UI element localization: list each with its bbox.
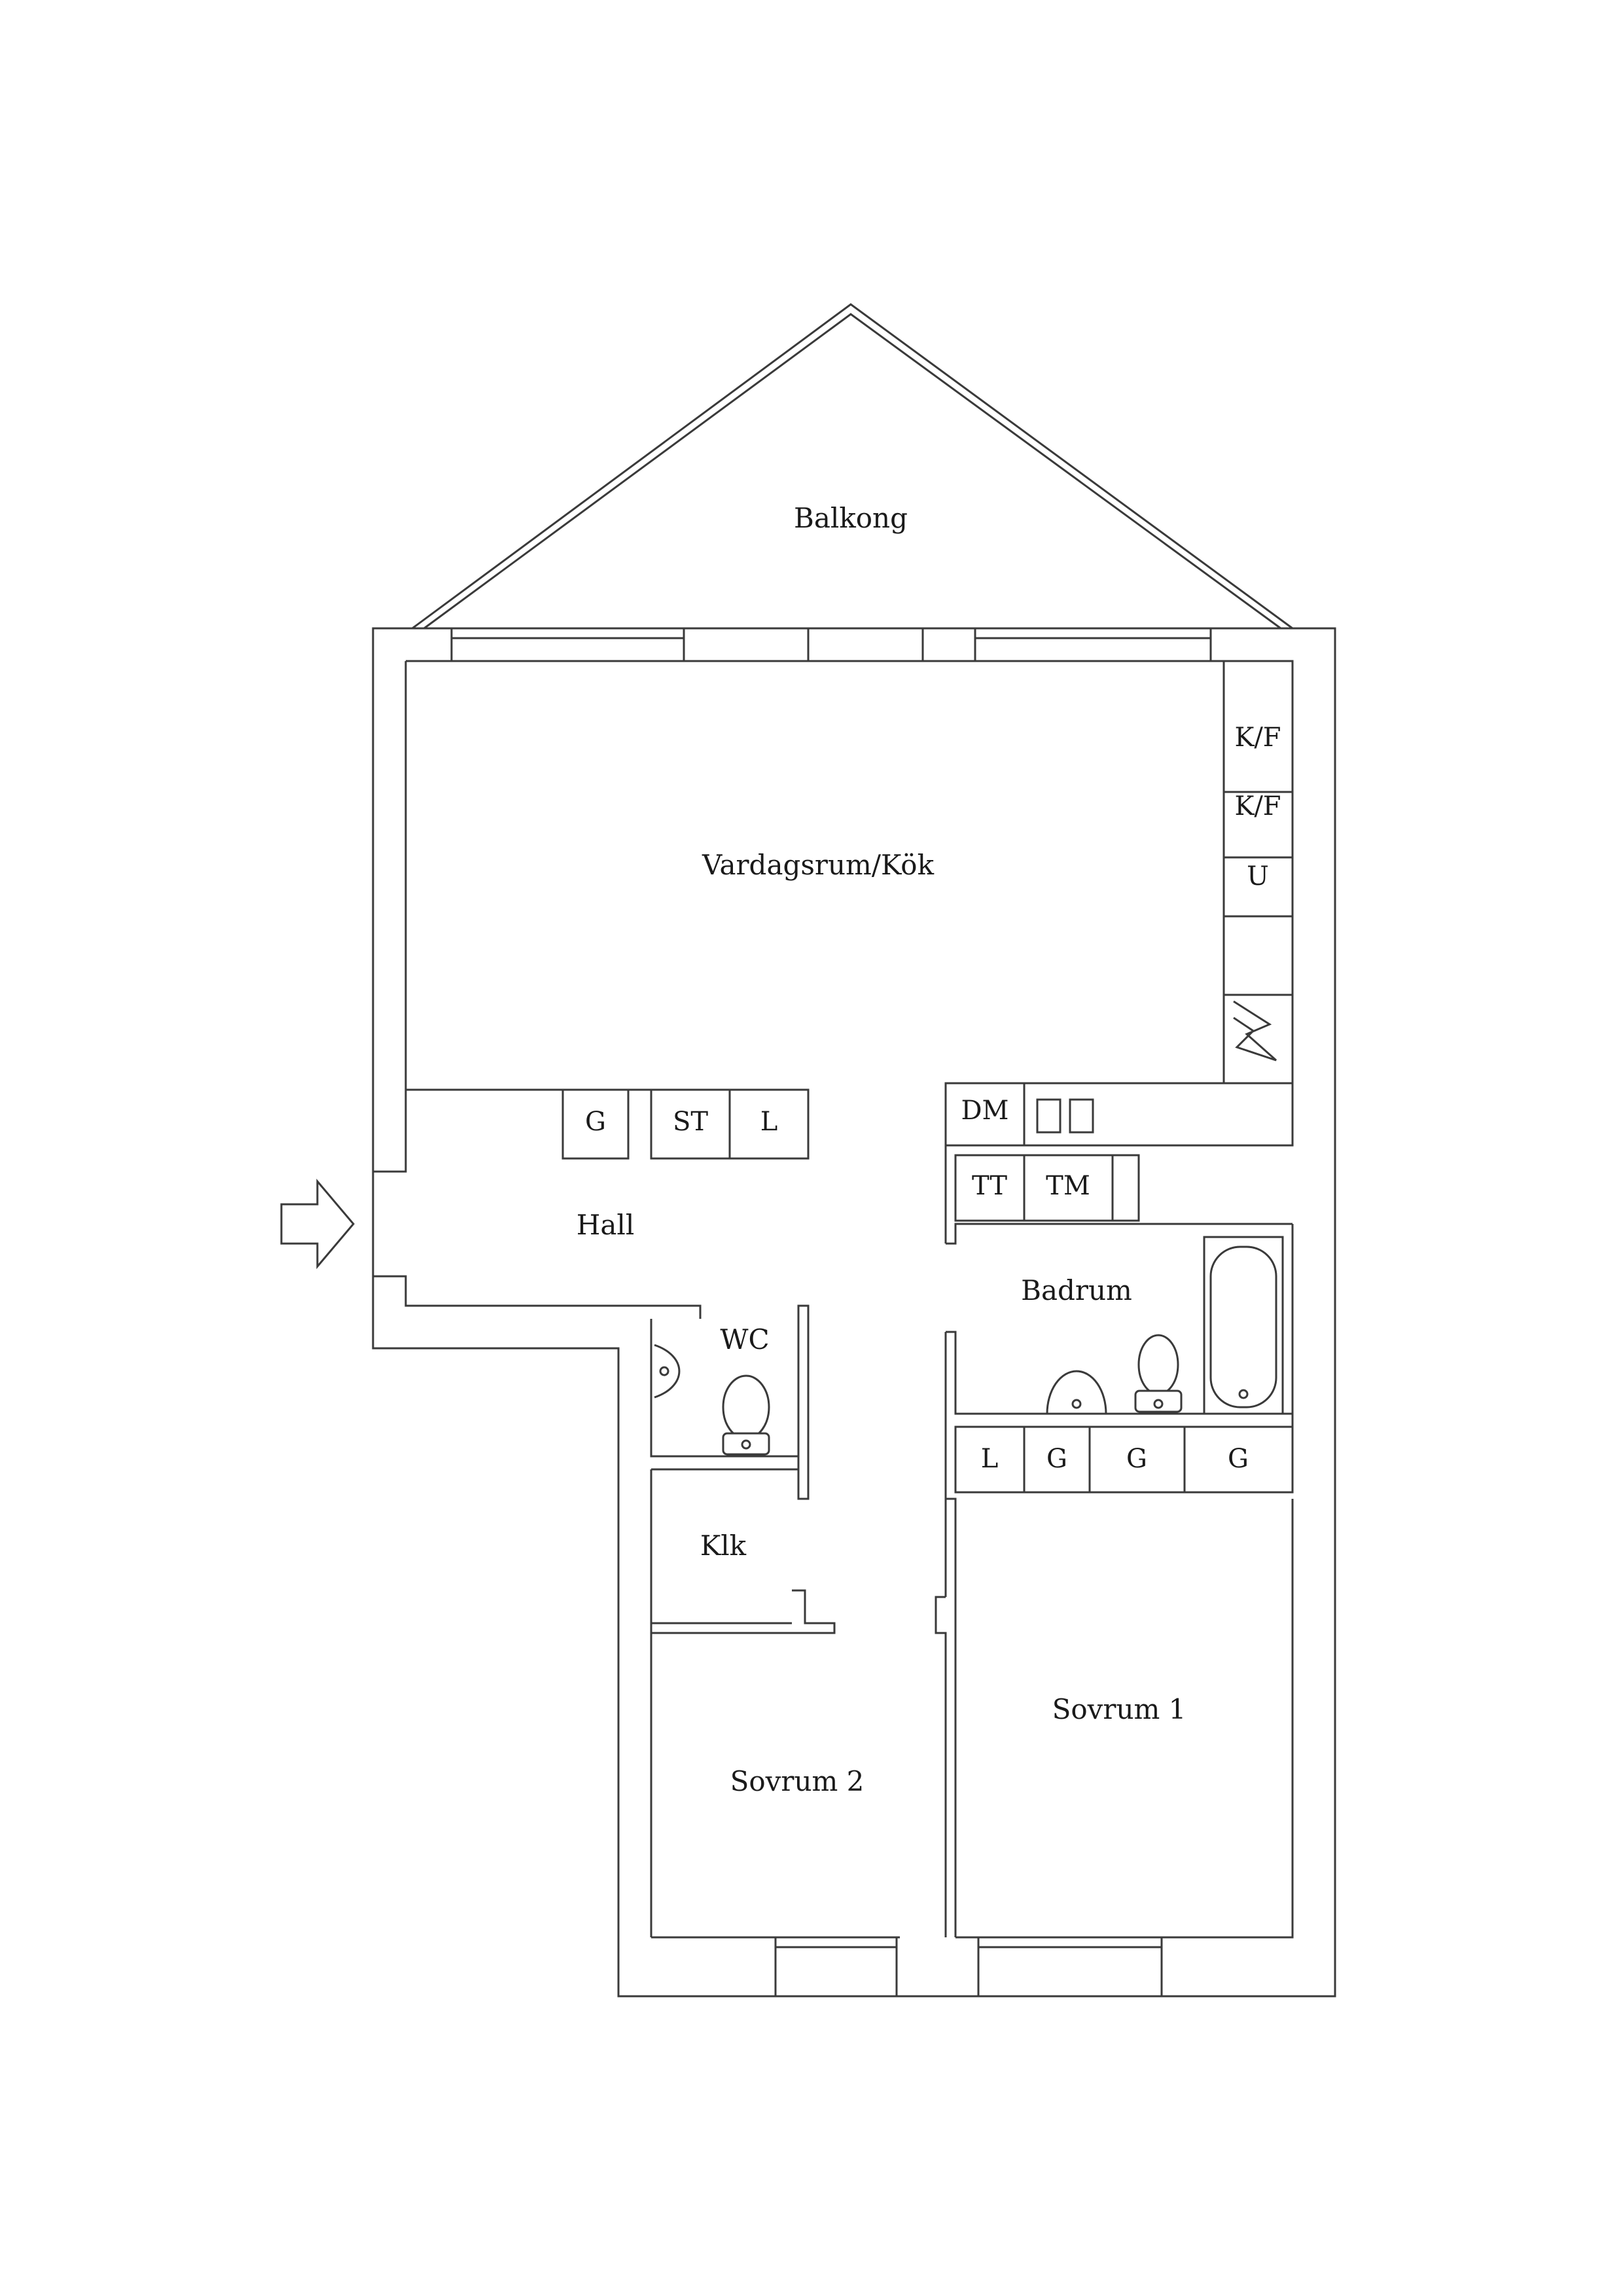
fixture-label-hall-g: G <box>585 1107 606 1137</box>
kitchen-counter <box>944 660 1294 1244</box>
bathtub-icon <box>1203 1236 1284 1415</box>
laundry-units <box>946 1154 1293 1245</box>
fixture-label-tm: TM <box>1046 1171 1090 1201</box>
bathroom <box>944 1236 1294 1499</box>
closet-klk <box>650 1468 836 1634</box>
fixture-label-bath-g1: G <box>1046 1444 1067 1474</box>
fixture-label-dm: DM <box>961 1096 1008 1126</box>
balcony <box>412 303 1293 630</box>
room-label-vardagsrum: Vardagsrum/Kök <box>702 849 935 881</box>
sink-icon <box>1046 1370 1107 1415</box>
sink-icon <box>654 1344 681 1399</box>
room-label-hall: Hall <box>577 1209 635 1241</box>
room-label-badrum: Badrum <box>1021 1274 1132 1306</box>
fixture-label-u: U <box>1247 861 1269 891</box>
wc-room <box>650 1304 810 1500</box>
room-label-sovrum2: Sovrum 2 <box>730 1765 865 1797</box>
fixture-label-bath-g3: G <box>1228 1444 1249 1474</box>
hall-storage <box>406 1088 810 1160</box>
toilet-icon <box>1134 1334 1183 1413</box>
fixture-label-hall-l: L <box>760 1107 778 1137</box>
fixture-label-tt: TT <box>972 1171 1007 1201</box>
toilet-icon <box>722 1374 770 1456</box>
fixture-label-kf2: K/F <box>1234 791 1281 821</box>
room-label-wc: WC <box>720 1323 769 1355</box>
fixture-label-kf1: K/F <box>1234 723 1281 753</box>
room-label-sovrum1: Sovrum 1 <box>1052 1693 1186 1725</box>
room-label-balkong: Balkong <box>794 502 908 534</box>
bedrooms <box>935 1498 957 1937</box>
entrance-arrow-icon <box>280 1178 355 1270</box>
fixture-label-hall-st: ST <box>673 1107 708 1137</box>
fixture-label-bath-l: L <box>981 1444 999 1474</box>
windows <box>450 627 1212 1998</box>
fixture-label-bath-g2: G <box>1126 1444 1147 1474</box>
room-label-klk: Klk <box>700 1530 747 1562</box>
stove-icon <box>1036 1098 1094 1134</box>
